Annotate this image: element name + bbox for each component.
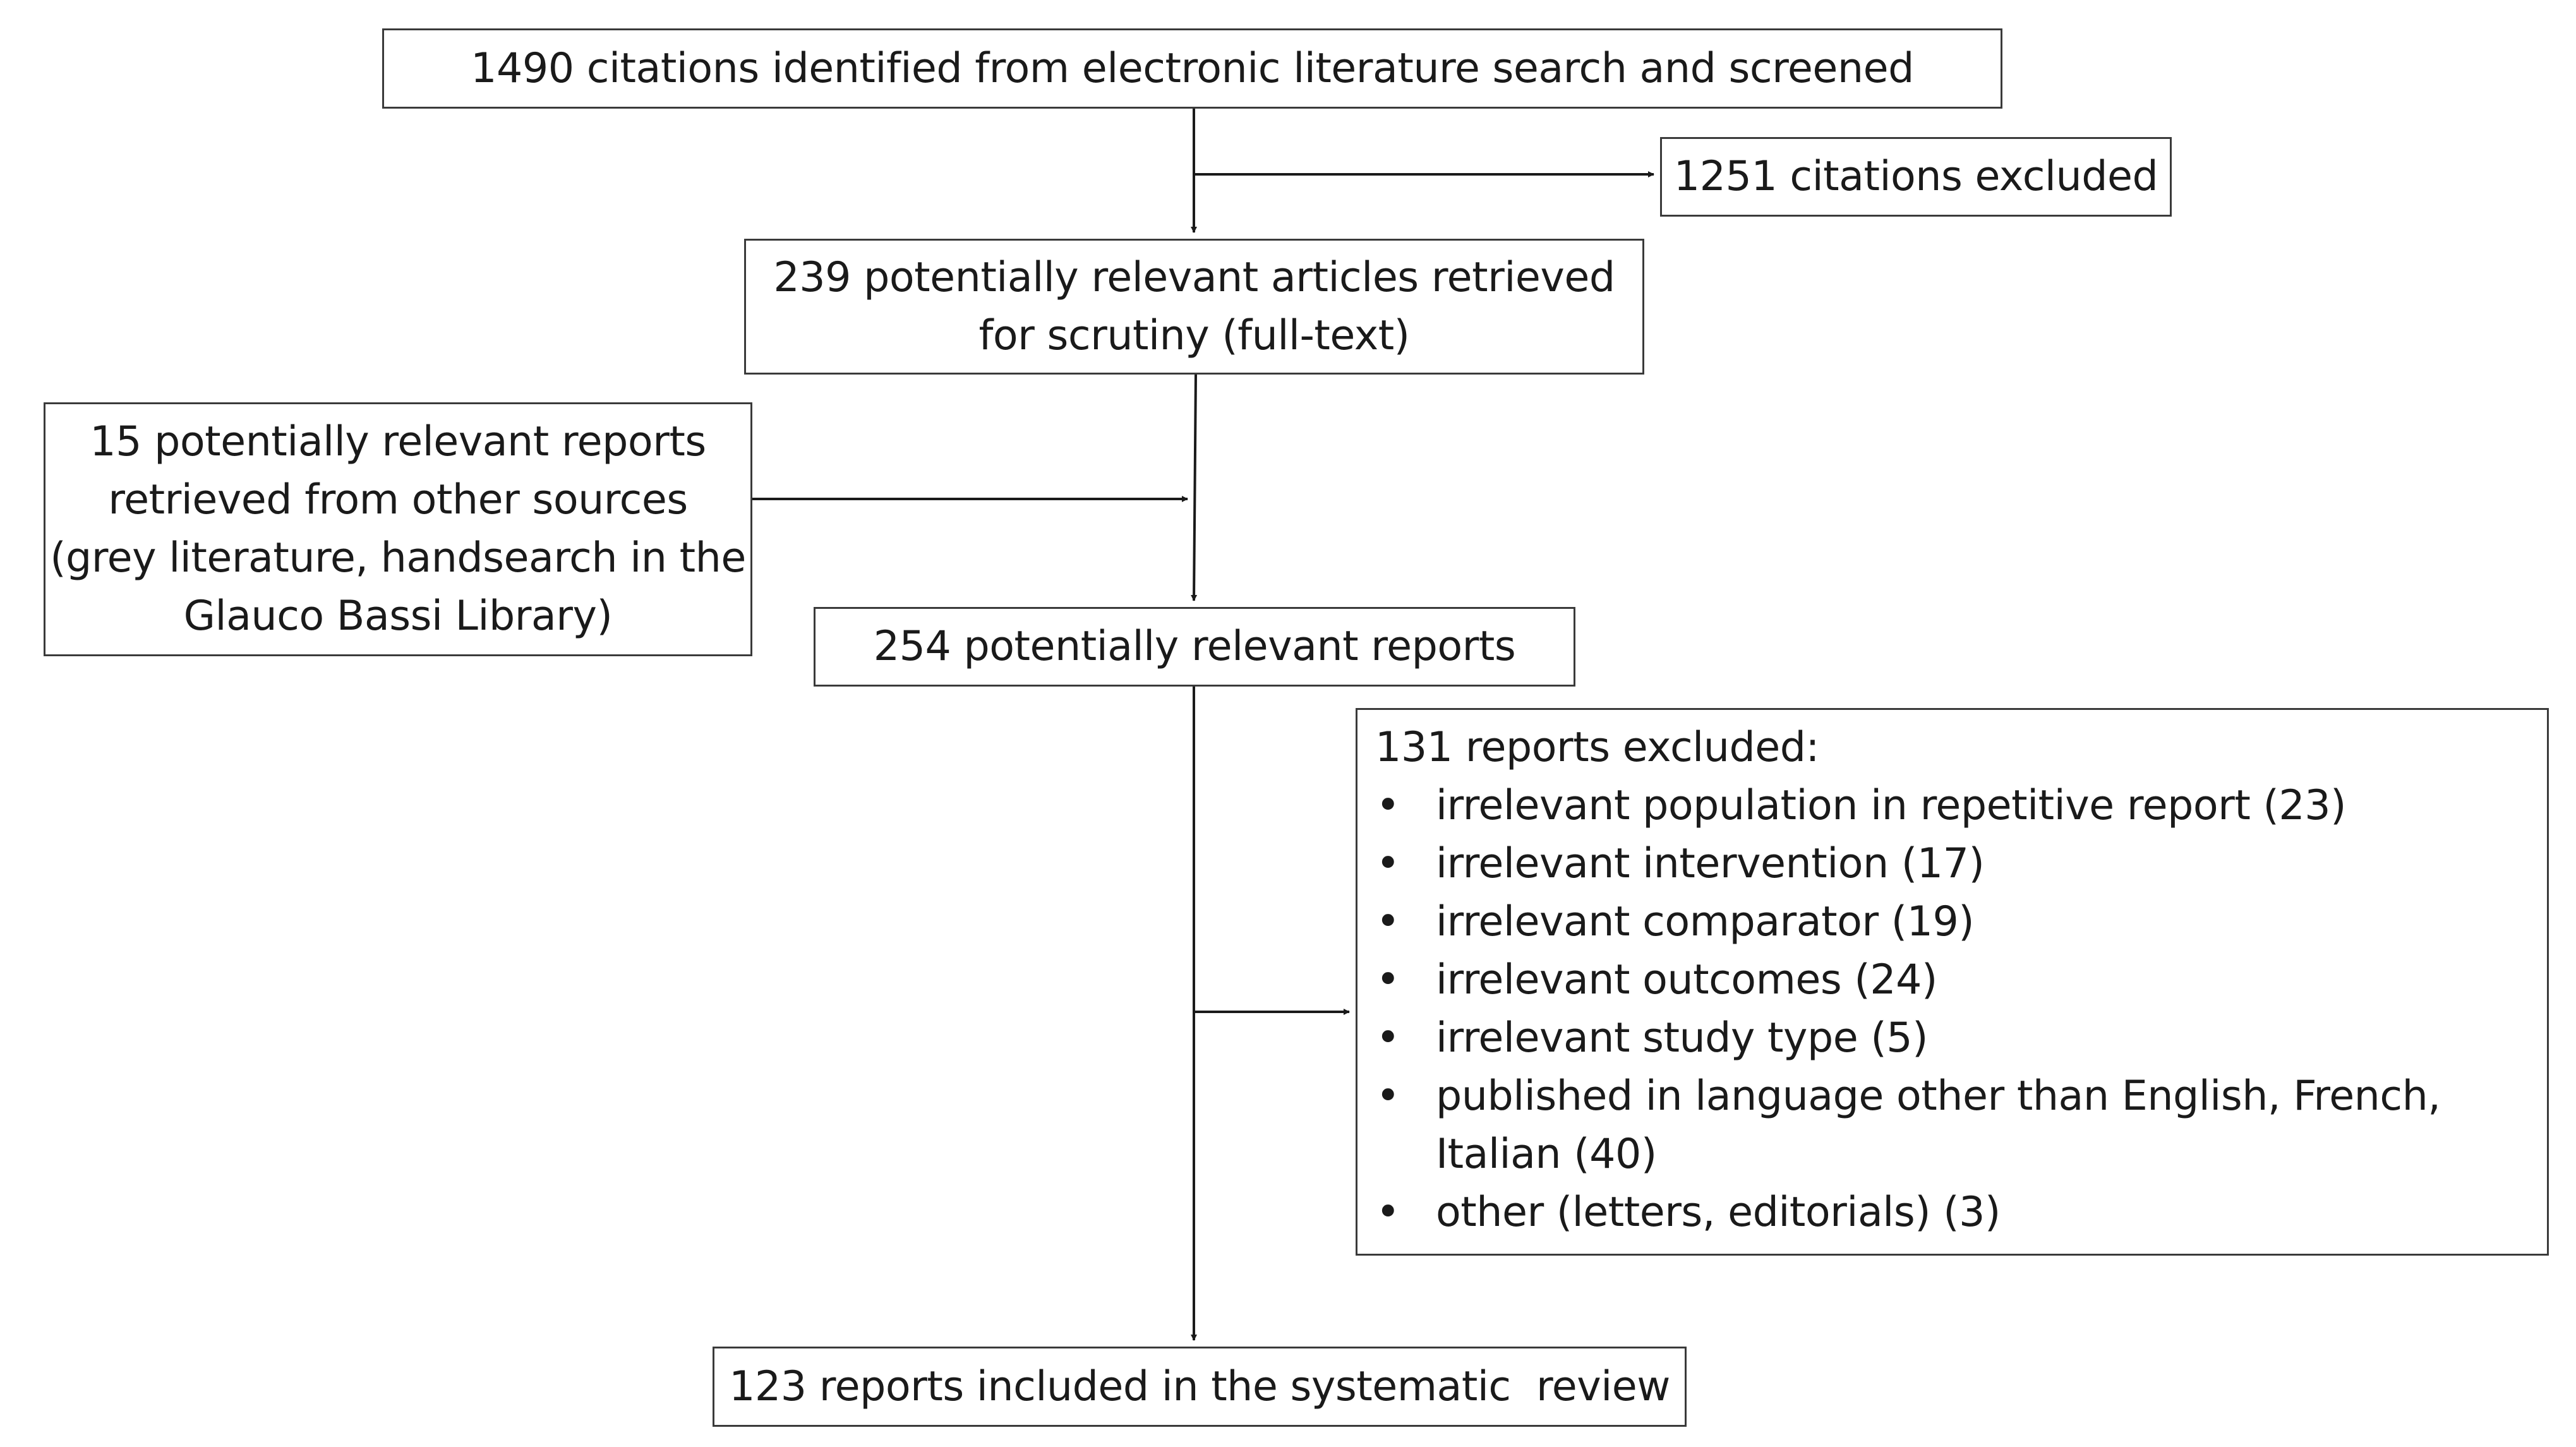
bullet-icon: •	[1376, 956, 1400, 1004]
exclusion-reason-text: irrelevant outcomes (24)	[1436, 956, 1937, 1004]
bullet-icon: •	[1376, 898, 1400, 946]
identified-citations-box: 1490 citations identified from electroni…	[382, 28, 2002, 109]
bullet-icon: •	[1376, 782, 1400, 829]
bullet-icon: •	[1376, 840, 1400, 887]
excluded-reports-box: 131 reports excluded: • irrelevant popul…	[1356, 708, 2549, 1256]
other-sources-box: 15 potentially relevant reports retrieve…	[44, 402, 752, 656]
other-sources-line: Glauco Bassi Library)	[183, 592, 613, 640]
other-sources-line: (grey literature, handsearch in the	[50, 534, 746, 582]
other-sources-line: 15 potentially relevant reports	[90, 418, 706, 465]
included-reports-box: 123 reports included in the systematic r…	[713, 1347, 1687, 1427]
excluded-citations-text: 1251 citations excluded	[1673, 153, 2158, 200]
retrieved-articles-line: 239 potentially relevant articles retrie…	[773, 253, 1615, 301]
bullet-icon: •	[1376, 1189, 1400, 1236]
exclusion-reason-text: irrelevant study type (5)	[1436, 1014, 1929, 1062]
excluded-reports-heading: 131 reports excluded:	[1375, 724, 1819, 771]
included-reports-text: 123 reports included in the systematic r…	[729, 1362, 1670, 1410]
exclusion-reason-item: • irrelevant comparator (19)	[1375, 893, 2440, 951]
excluded-citations-box: 1251 citations excluded	[1660, 137, 2172, 217]
identified-citations-text: 1490 citations identified from electroni…	[471, 44, 1914, 92]
retrieved-articles-line: for scrutiny (full-text)	[978, 311, 1410, 359]
exclusion-reason-text-continued: Italian (40)	[1436, 1131, 1657, 1178]
arrow-retrieved-to-relevant	[1191, 374, 1198, 601]
exclusion-reason-text: other (letters, editorials) (3)	[1436, 1189, 2001, 1236]
exclusion-reason-text: irrelevant comparator (19)	[1436, 898, 1975, 946]
relevant-reports-box: 254 potentially relevant reports	[814, 607, 1575, 687]
relevant-reports-text: 254 potentially relevant reports	[873, 623, 1516, 670]
exclusion-reason-item: • irrelevant population in repetitive re…	[1375, 777, 2440, 835]
exclusion-reason-text: published in language other than English…	[1436, 1072, 2441, 1120]
exclusion-reason-item: • irrelevant study type (5)	[1375, 1009, 2440, 1067]
other-sources-line: retrieved from other sources	[108, 476, 688, 524]
bullet-icon: •	[1376, 1072, 1400, 1120]
exclusion-reason-item: • published in language other than Engli…	[1375, 1067, 2441, 1184]
exclusion-reason-item: • other (letters, editorials) (3)	[1375, 1184, 2440, 1242]
exclusion-reasons-list: • irrelevant population in repetitive re…	[1375, 777, 2441, 1242]
exclusion-reason-text: irrelevant intervention (17)	[1436, 840, 1985, 887]
exclusion-reason-item: • irrelevant outcomes (24)	[1375, 951, 2440, 1009]
exclusion-reason-text: irrelevant population in repetitive repo…	[1436, 782, 2346, 829]
retrieved-articles-box: 239 potentially relevant articles retrie…	[744, 239, 1644, 375]
exclusion-reason-item: • irrelevant intervention (17)	[1375, 835, 2440, 893]
bullet-icon: •	[1376, 1014, 1400, 1062]
